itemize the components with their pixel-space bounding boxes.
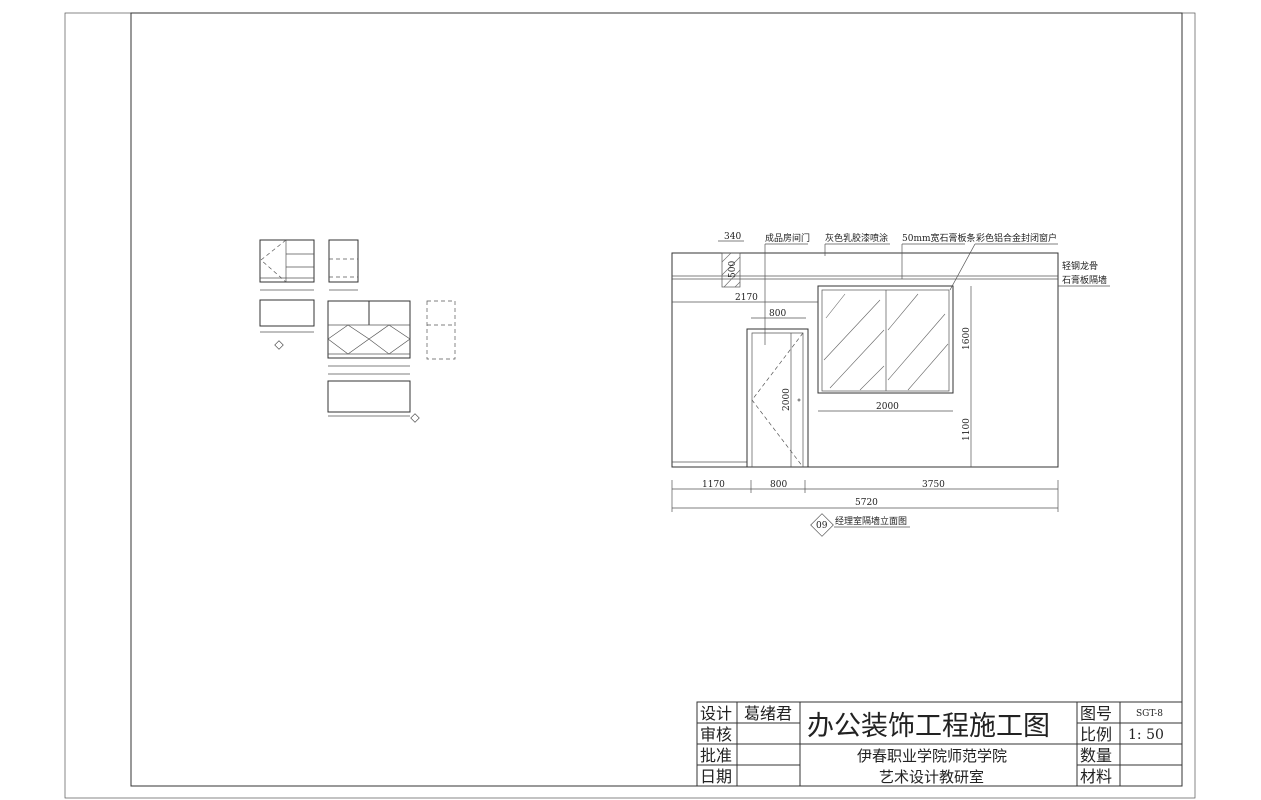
design-label: 设计 [700,704,732,723]
drawing-no-label: 图号 [1080,704,1112,723]
title-block: 设计 葛绪君 审核 批准 日期 办公装饰工程施工图 伊春职业学院师范学院 艺术设… [696,701,1183,787]
label-window: 彩色铝合金封闭窗户 [976,232,1057,244]
cabinet-drawings [259,239,456,423]
dim-door-width: 800 [769,309,786,319]
qty-label: 数量 [1080,746,1112,765]
dim-seg3: 3750 [922,480,945,490]
review-label: 审核 [700,725,732,744]
column-hatch [721,252,741,288]
designer-name: 葛绪君 [744,704,792,723]
dim-column-height: 500 [728,261,738,278]
drawing-tag: 09 [816,521,828,531]
dim-window-height: 1600 [962,327,972,350]
dim-sill-height: 1100 [962,418,972,441]
date-label: 日期 [700,767,732,786]
label-strip: 50mm宽石膏板条 [902,232,976,244]
dim-total: 5720 [855,498,878,508]
scale-label: 比例 [1080,725,1112,744]
org-line2: 艺术设计教研室 [879,768,984,786]
outer-border [64,12,1196,799]
dim-window-width: 2000 [876,402,899,412]
dim-seg2: 800 [770,480,787,490]
partition-elevation: 成品房间门 灰色乳胶漆喷涂 50mm宽石膏板条 彩色铝合金封闭窗户 轻钢龙骨 石… [671,232,1110,537]
label-wall: 石膏板隔墙 [1062,274,1107,286]
dim-door-height: 2000 [782,388,792,411]
scale-value: 1: 50 [1128,727,1164,743]
window [817,285,954,394]
label-paint: 灰色乳胶漆喷涂 [825,232,888,244]
label-keel: 轻钢龙骨 [1062,260,1098,272]
door [746,328,809,468]
approve-label: 批准 [700,746,732,765]
drawing-no: SGT-8 [1136,709,1163,719]
drawing-tag-diamond [810,513,834,537]
drawing-title: 经理室隔墙立面图 [835,515,907,527]
sheet-title: 办公装饰工程施工图 [807,711,1050,742]
dim-column-width: 340 [724,232,741,242]
label-door: 成品房间门 [765,232,810,244]
inner-frame [130,12,1183,787]
dim-to-window: 2170 [735,293,758,303]
dim-seg1: 1170 [702,480,725,490]
material-label: 材料 [1080,767,1112,786]
org-line1: 伊春职业学院师范学院 [857,747,1007,765]
